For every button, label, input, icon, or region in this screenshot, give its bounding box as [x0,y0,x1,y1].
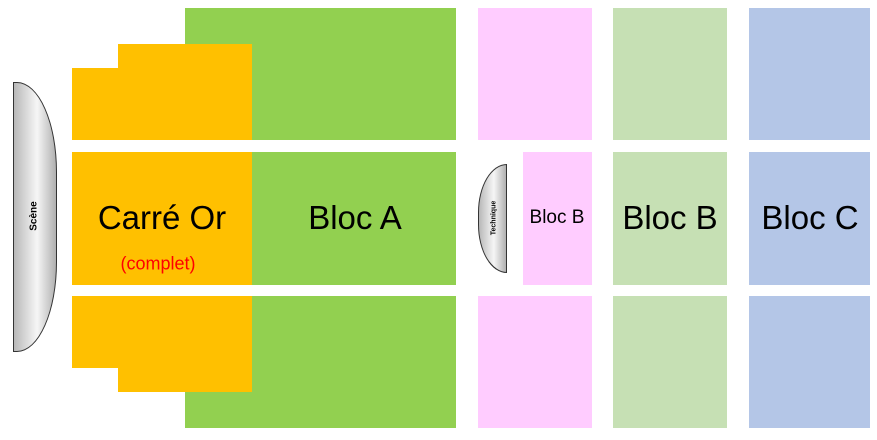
bloc-c-top[interactable] [749,8,870,140]
stage [13,82,57,352]
bloc-c-middle[interactable] [749,152,870,285]
bloc-c-bottom[interactable] [749,296,870,428]
bloc-a-label: Bloc A [308,199,402,236]
bloc-c-label: Bloc C [761,199,859,236]
carre-or-top-step[interactable] [118,44,252,68]
carre-or-status: (complet) [120,253,196,274]
technique-label: Technique [490,200,498,236]
carre-or-middle[interactable] [72,152,252,285]
bloc-b-front-label: Bloc B [529,207,585,228]
bloc-b-label: Bloc B [622,199,718,236]
carre-or-top[interactable] [72,68,252,140]
bloc-b-top[interactable] [613,8,727,140]
stage-label: Scène [28,201,40,231]
bloc-b-bottom[interactable] [613,296,727,428]
bloc-b-middle[interactable] [613,152,727,285]
carre-or-bottom[interactable] [72,296,252,368]
bloc-b-front-middle[interactable] [523,152,592,285]
bloc-b-front-bottom[interactable] [478,296,592,428]
carre-or-bottom-step[interactable] [118,368,252,392]
carre-or-label: Carré Or [97,199,227,236]
bloc-b-front-top[interactable] [478,8,592,140]
